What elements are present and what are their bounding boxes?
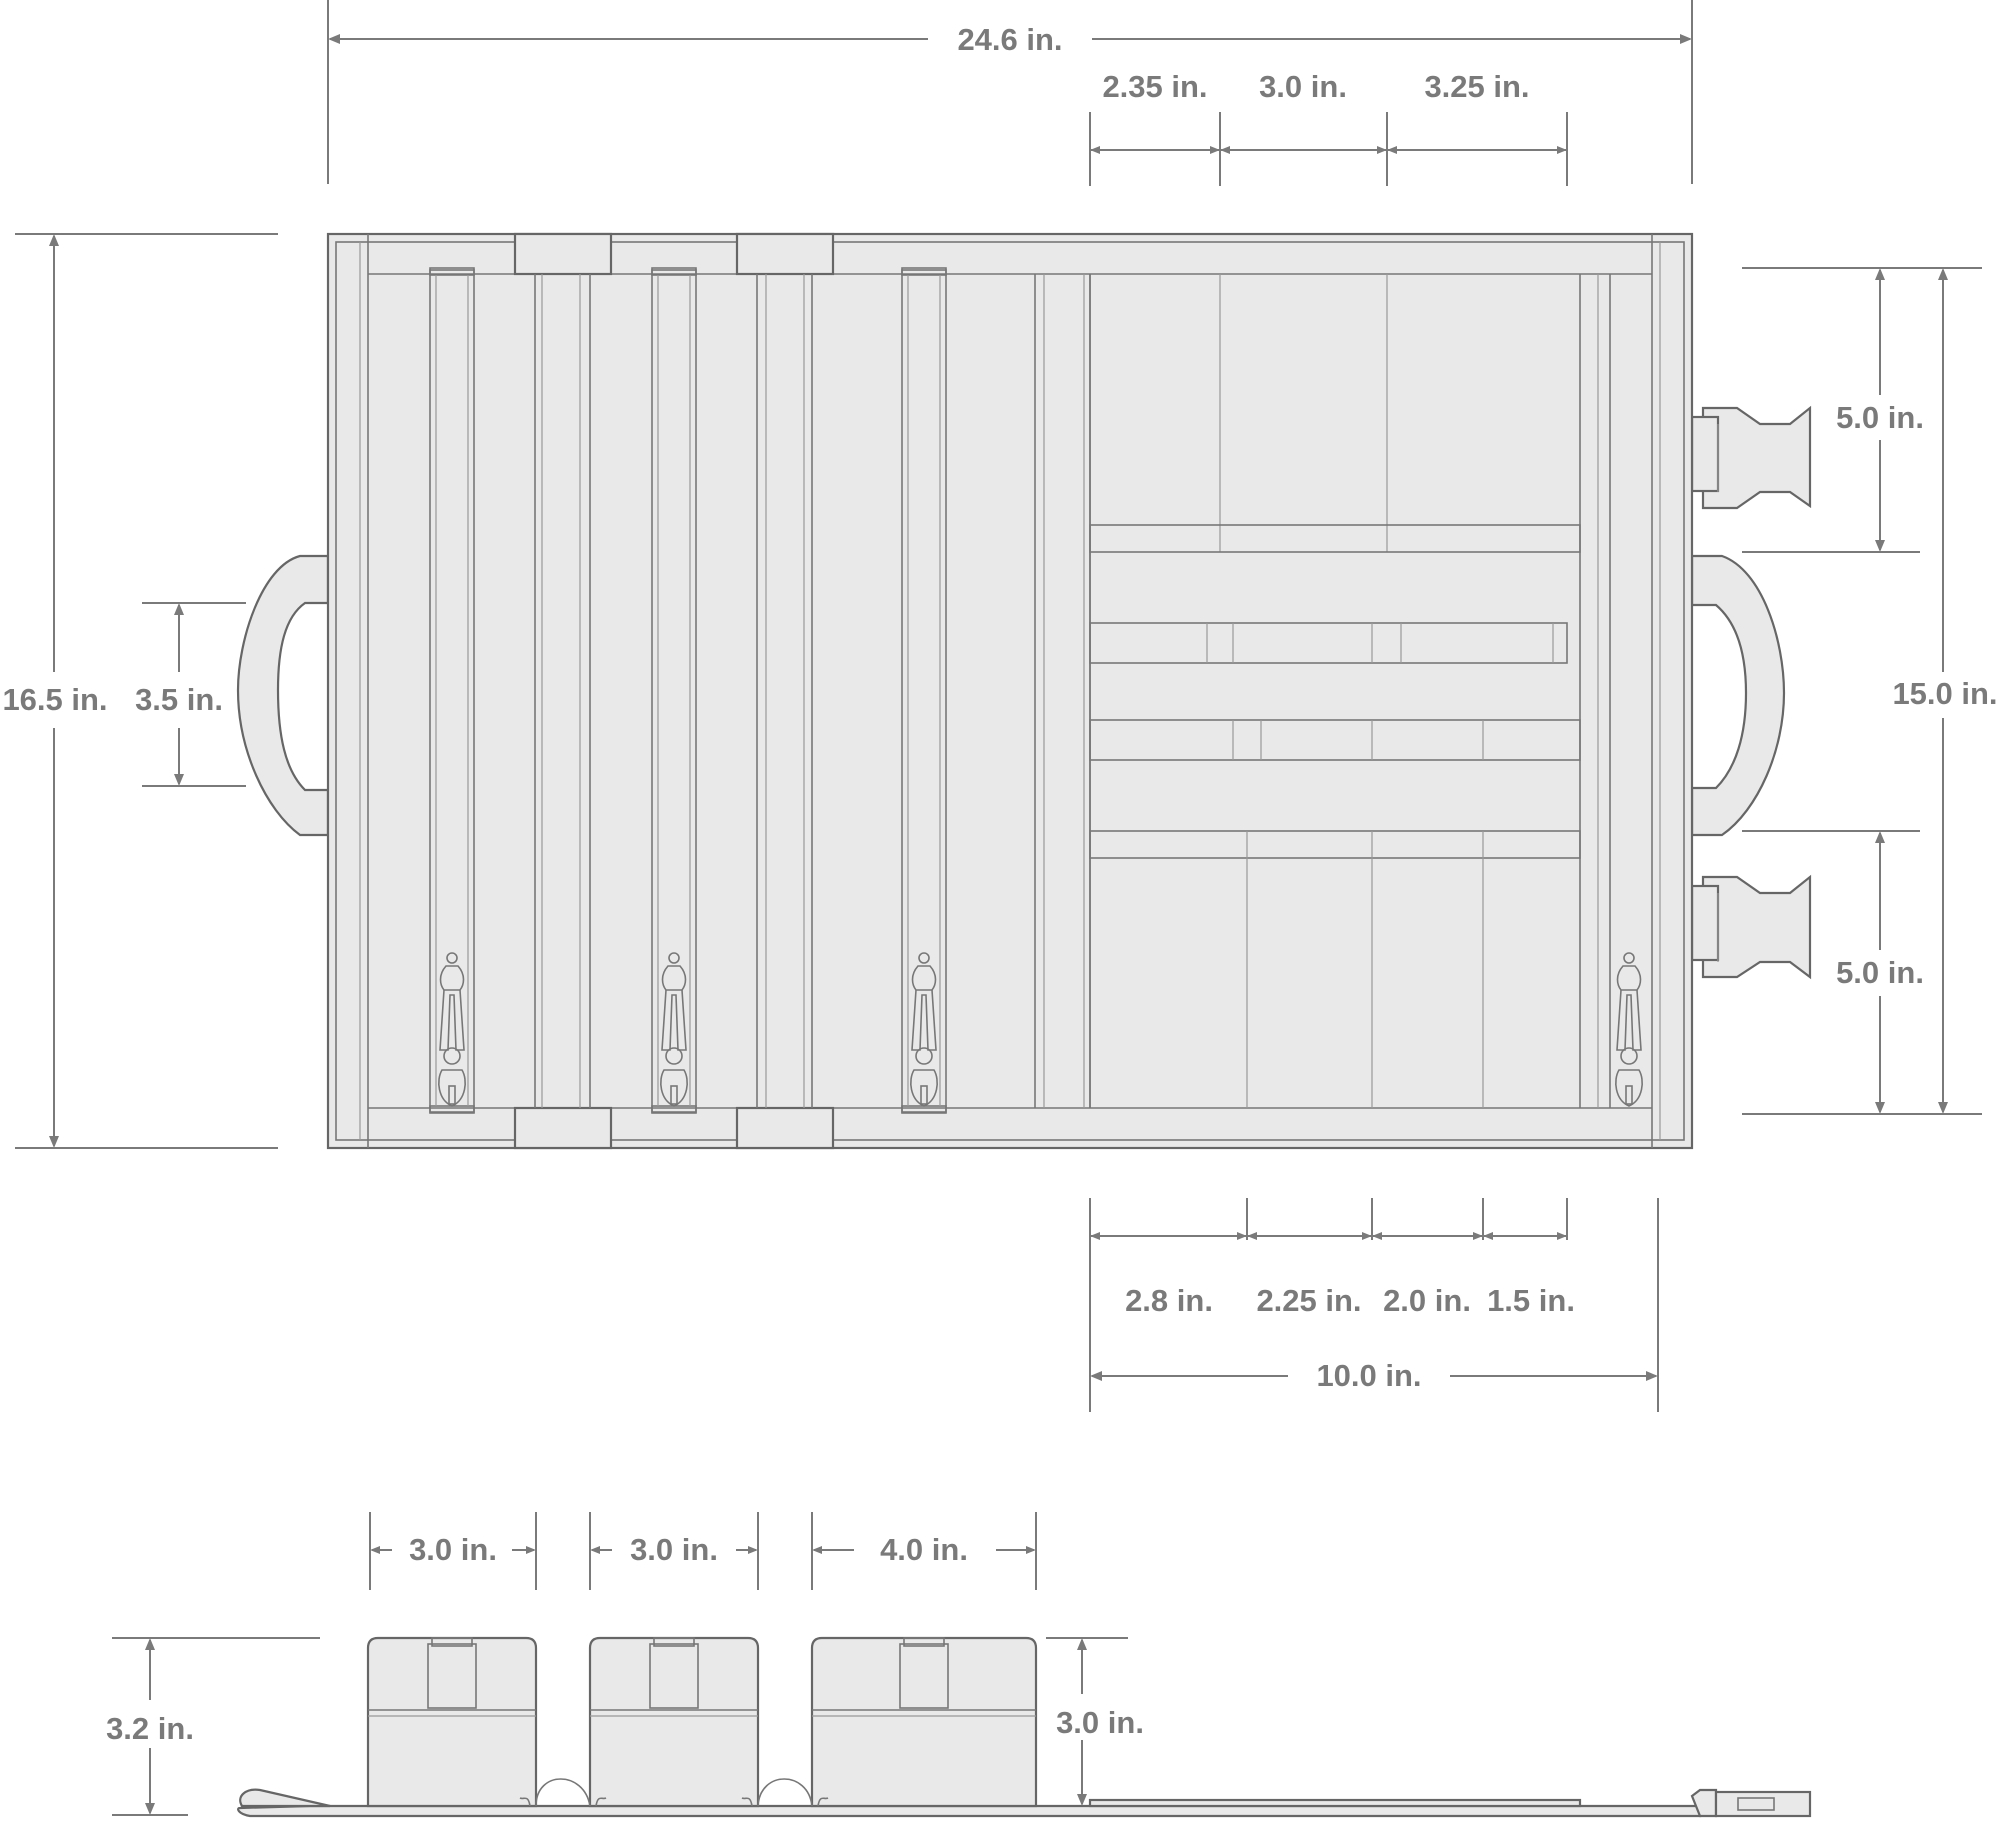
bottom-width-label-4: 1.5 in. <box>1487 1283 1575 1318</box>
bottom-width-label-3: 2.0 in. <box>1383 1283 1471 1318</box>
lower-buckle-label: 5.0 in. <box>1836 955 1924 990</box>
top-width-label-2: 3.0 in. <box>1259 69 1347 104</box>
tray-width-label: 10.0 in. <box>1316 1358 1421 1393</box>
pouch-columns <box>534 274 1611 1108</box>
bottom-width-label-1: 2.8 in. <box>1125 1283 1213 1318</box>
side-pouch-1 <box>366 1636 538 1808</box>
tool-roll-body <box>326 232 1694 1150</box>
zipper-pull-4 <box>1615 952 1643 1107</box>
zipper-tracks <box>429 267 947 1114</box>
zipper-pull-3 <box>910 952 938 1107</box>
inner-height-label: 15.0 in. <box>1892 676 1996 711</box>
pouch-width-label-3: 4.0 in. <box>880 1532 968 1567</box>
side-handle-2 <box>757 1778 813 1807</box>
top-view <box>236 232 1812 1150</box>
left-handle <box>236 554 330 837</box>
side-pouch-2 <box>588 1636 760 1808</box>
socket-tray <box>1089 274 1581 1108</box>
zipper-pull-1 <box>438 952 466 1107</box>
bottom-width-label-2: 2.25 in. <box>1256 1283 1361 1318</box>
tray-height-label: 3.0 in. <box>1056 1705 1144 1740</box>
side-view <box>237 1636 1812 1818</box>
top-width-label-3: 3.25 in. <box>1424 69 1529 104</box>
upper-buckle-label: 5.0 in. <box>1836 400 1924 435</box>
pouch-width-label-1: 3.0 in. <box>409 1532 497 1567</box>
right-handle <box>1690 554 1786 837</box>
lower-buckle <box>1690 874 1812 980</box>
side-pouch-3 <box>810 1636 1038 1808</box>
top-width-label-1: 2.35 in. <box>1102 69 1207 104</box>
overall-width-label: 24.6 in. <box>957 22 1062 57</box>
side-view-dimensions: 3.0 in. 3.0 in. 4.0 in. 3.2 in. 3.0 in. <box>106 1512 1144 1816</box>
zipper-pull-2 <box>660 952 688 1107</box>
side-handle-1 <box>535 1778 591 1807</box>
handle-height-label: 3.5 in. <box>135 682 223 717</box>
top-view-dimensions: 24.6 in. 2.35 in. 3.0 in. 3.25 in. 16.5 … <box>2 0 1996 1412</box>
overall-height-label: 16.5 in. <box>2 682 107 717</box>
pouch-width-label-2: 3.0 in. <box>630 1532 718 1567</box>
pouch-height-label: 3.2 in. <box>106 1711 194 1746</box>
upper-buckle <box>1690 405 1812 510</box>
